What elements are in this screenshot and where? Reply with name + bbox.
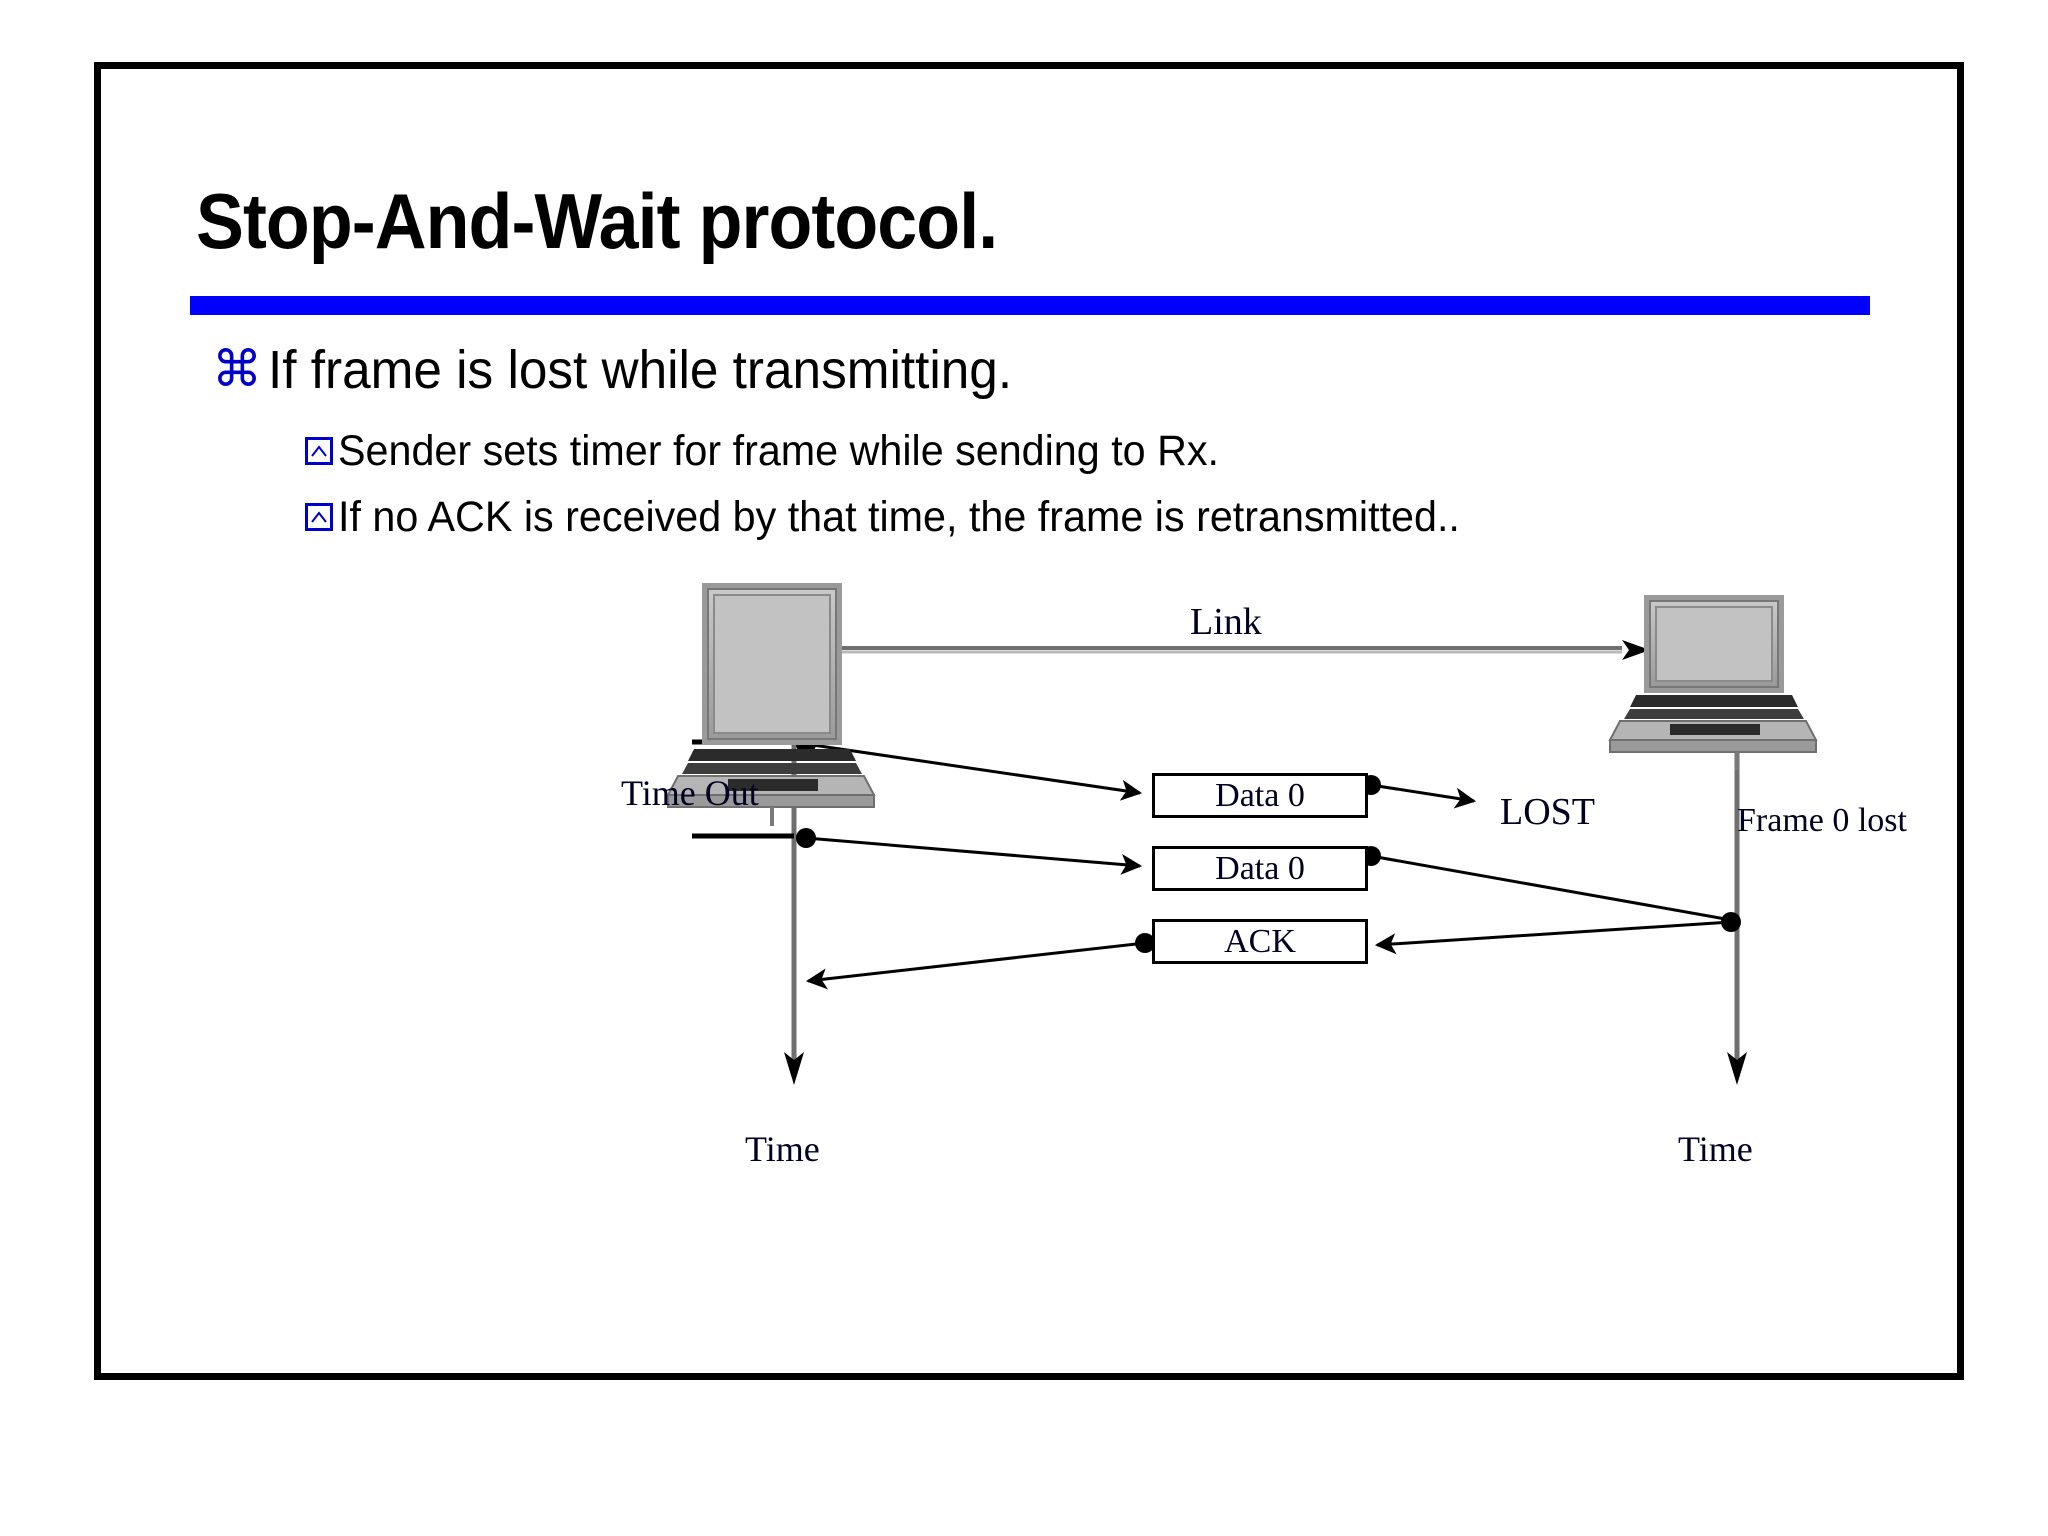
bullet-level2-label: Sender sets timer for frame while sendin…	[338, 427, 1220, 475]
bullet-level1-item: ⌘ If frame is lost while transmitting.	[212, 340, 1051, 400]
packet-box-ack: ACK	[1152, 919, 1368, 964]
box-caret-bullet-icon	[305, 437, 333, 465]
caret-glyph-icon	[311, 445, 327, 457]
command-bullet-icon: ⌘	[212, 340, 262, 398]
receiver-time-axis-label: Time	[1678, 1129, 1753, 1169]
bullet-level2-item: Sender sets timer for frame while sendin…	[305, 427, 1256, 475]
frame-lost-label: Frame 0 lost	[1737, 802, 1907, 839]
caret-glyph-icon	[311, 511, 327, 523]
timeout-label: Time Out	[621, 773, 759, 813]
bullet-level1-label: If frame is lost while transmitting.	[268, 340, 1013, 400]
link-label: Link	[1190, 601, 1262, 643]
lost-label: LOST	[1500, 791, 1595, 833]
packet-box-data0-retransmit: Data 0	[1152, 846, 1368, 891]
title-underline-rule	[190, 296, 1870, 315]
bullet-level2-label: If no ACK is received by that time, the …	[338, 493, 1460, 541]
page-title: Stop-And-Wait protocol.	[196, 177, 998, 265]
packet-box-data0-first: Data 0	[1152, 773, 1368, 818]
bullet-level2-item: If no ACK is received by that time, the …	[305, 493, 1507, 541]
sender-time-axis-label: Time	[745, 1129, 820, 1169]
box-caret-bullet-icon	[305, 503, 333, 531]
